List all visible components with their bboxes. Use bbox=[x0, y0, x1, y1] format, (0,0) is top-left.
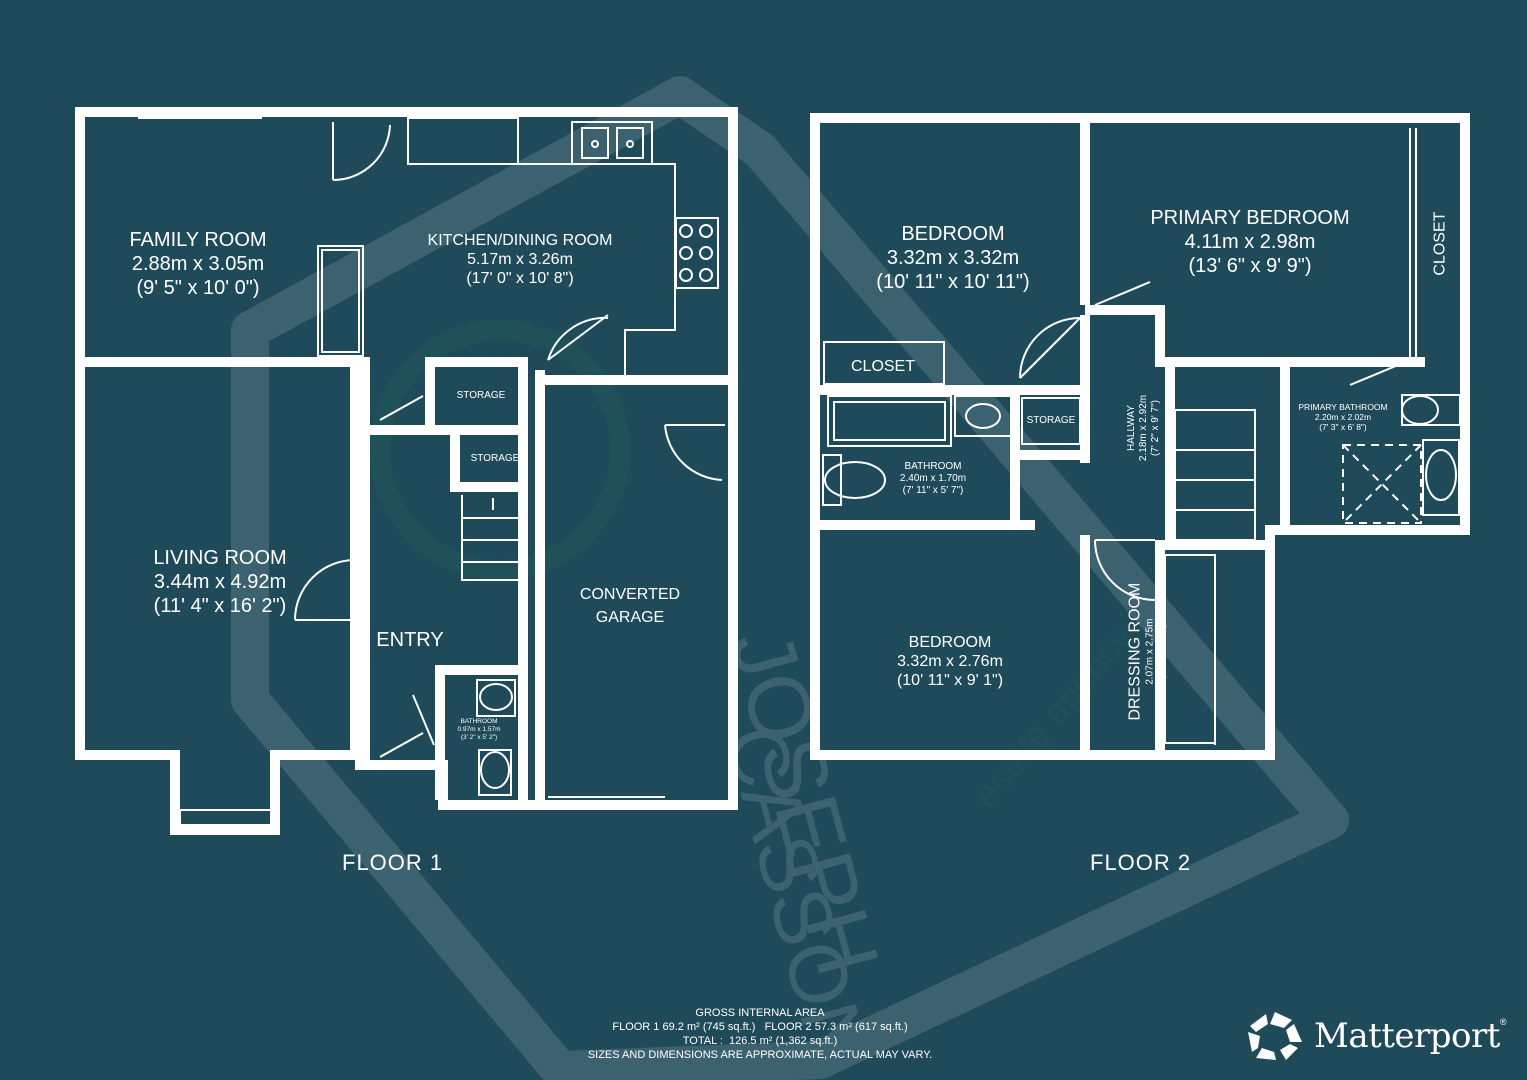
floor-2-fixtures bbox=[822, 117, 1461, 756]
matterport-logo: Matterport ® bbox=[1246, 1010, 1507, 1062]
gross-internal-area: GROSS INTERNAL AREA FLOOR 1 69.2 m² (745… bbox=[540, 1006, 980, 1062]
floor-1-fixtures bbox=[138, 112, 725, 826]
area-heading: GROSS INTERNAL AREA bbox=[695, 1007, 825, 1019]
room-label-entry: ENTRY bbox=[376, 629, 444, 651]
matterport-logo-icon bbox=[1248, 1012, 1302, 1060]
room-label-storage-1: STORAGE bbox=[456, 390, 506, 401]
floor-1-walls bbox=[75, 107, 738, 835]
room-label-storage-2: STORAGE bbox=[470, 453, 520, 464]
area-disclaimer: SIZES AND DIMENSIONS ARE APPROXIMATE, AC… bbox=[587, 1049, 933, 1061]
area-total: TOTAL : 126.5 m² (1,362 sq.ft.) bbox=[682, 1035, 838, 1047]
room-label-closet-primary: CLOSET bbox=[1431, 211, 1449, 276]
room-label-storage-floor-2: STORAGE bbox=[1026, 415, 1076, 426]
floor-2-walls bbox=[810, 113, 1470, 760]
area-floors: FLOOR 1 69.2 m² (745 sq.ft.) FLOOR 2 57.… bbox=[612, 1021, 908, 1033]
room-label-closet: CLOSET bbox=[850, 358, 915, 375]
registered-mark: ® bbox=[1499, 1017, 1507, 1027]
matterport-wordmark: Matterport bbox=[1314, 1016, 1500, 1056]
floor-2-title: FLOOR 2 bbox=[1090, 850, 1192, 875]
floor-1-title: FLOOR 1 bbox=[342, 850, 444, 875]
